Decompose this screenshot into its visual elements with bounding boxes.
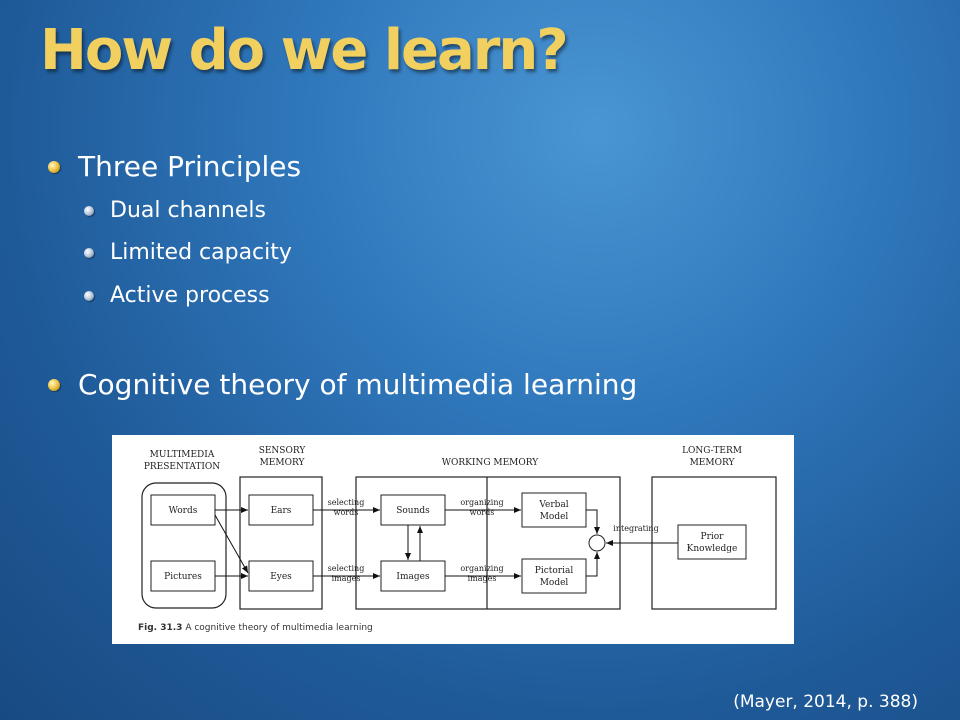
- header-longterm-line1: LONG-TERM: [682, 446, 742, 456]
- label-organizing-images-1: organizing: [460, 564, 503, 573]
- bullet-active-process: Active process: [84, 283, 270, 308]
- bullet-text: Dual channels: [110, 198, 266, 223]
- integration-node: [588, 534, 606, 552]
- label-ears: Ears: [271, 506, 292, 516]
- box-verbal-model: [521, 492, 587, 528]
- arrow-verbal-integration: [586, 509, 600, 534]
- label-integrating: integrating: [613, 524, 658, 533]
- sub-bullet-icon: [84, 247, 94, 258]
- label-selecting-words-1: selecting: [328, 498, 365, 507]
- box-prior-knowledge: [677, 524, 747, 560]
- label-organizing-words-1: organizing: [460, 498, 503, 507]
- header-sensory-line2: MEMORY: [260, 458, 306, 468]
- label-pictures: Pictures: [164, 572, 202, 582]
- label-sounds: Sounds: [396, 506, 430, 516]
- bullet-icon: [48, 160, 60, 173]
- box-sounds: [380, 494, 446, 526]
- figure-caption-text: A cognitive theory of multimedia learnin…: [185, 623, 373, 633]
- header-longterm-line2: MEMORY: [690, 458, 736, 468]
- citation: (Mayer, 2014, p. 388): [733, 692, 918, 712]
- bullet-text: Three Principles: [78, 150, 302, 183]
- box-pictorial-model: [521, 558, 587, 594]
- arrow-pictorial-integration: [586, 552, 600, 577]
- arrow-words-eyes: [214, 514, 249, 574]
- box-images: [380, 560, 446, 592]
- label-organizing-images-2: images: [468, 574, 497, 583]
- label-selecting-images-2: images: [332, 574, 361, 583]
- label-prior-line2: Knowledge: [687, 544, 738, 554]
- box-ears: [248, 494, 314, 526]
- sub-bullet-icon: [84, 205, 94, 216]
- figure-caption: Fig. 31.3 A cognitive theory of multimed…: [138, 623, 373, 633]
- label-selecting-words-2: words: [334, 508, 359, 517]
- figure-caption-label: Fig. 31.3: [138, 623, 183, 633]
- box-words: [150, 494, 216, 526]
- bullet-limited-capacity: Limited capacity: [84, 240, 292, 265]
- box-pictures: [150, 560, 216, 592]
- bullet-cognitive-theory: Cognitive theory of multimedia learning: [48, 368, 637, 401]
- label-organizing-words-2: words: [470, 508, 495, 517]
- header-multimedia-line1: MULTIMEDIA: [150, 450, 215, 460]
- bullet-dual-channels: Dual channels: [84, 198, 266, 223]
- diagram-svg: MULTIMEDIA PRESENTATION SENSORY MEMORY W…: [141, 446, 777, 610]
- label-selecting-images-1: selecting: [328, 564, 365, 573]
- label-verbal-line2: Model: [540, 512, 569, 522]
- bullet-three-principles: Three Principles: [48, 150, 301, 183]
- label-prior-line1: Prior: [701, 532, 725, 542]
- label-words: Words: [169, 506, 198, 516]
- label-images: Images: [396, 572, 430, 582]
- bullet-icon: [48, 378, 60, 391]
- header-working-memory: WORKING MEMORY: [442, 458, 539, 468]
- label-eyes: Eyes: [270, 572, 292, 582]
- bullet-text: Cognitive theory of multimedia learning: [78, 368, 638, 401]
- cognitive-theory-diagram: MULTIMEDIA PRESENTATION SENSORY MEMORY W…: [112, 435, 794, 644]
- label-pictorial-line2: Model: [540, 578, 569, 588]
- sensory-frame: [239, 476, 323, 610]
- bullet-text: Active process: [110, 283, 270, 308]
- label-verbal-line1: Verbal: [538, 500, 568, 510]
- slide-title: How do we learn?: [40, 18, 569, 83]
- header-sensory-line1: SENSORY: [259, 446, 307, 456]
- multimedia-frame: [141, 482, 227, 609]
- label-pictorial-line1: Pictorial: [535, 566, 574, 576]
- header-multimedia-line2: PRESENTATION: [144, 462, 220, 472]
- bullet-text: Limited capacity: [110, 240, 292, 265]
- sub-bullet-icon: [84, 290, 94, 301]
